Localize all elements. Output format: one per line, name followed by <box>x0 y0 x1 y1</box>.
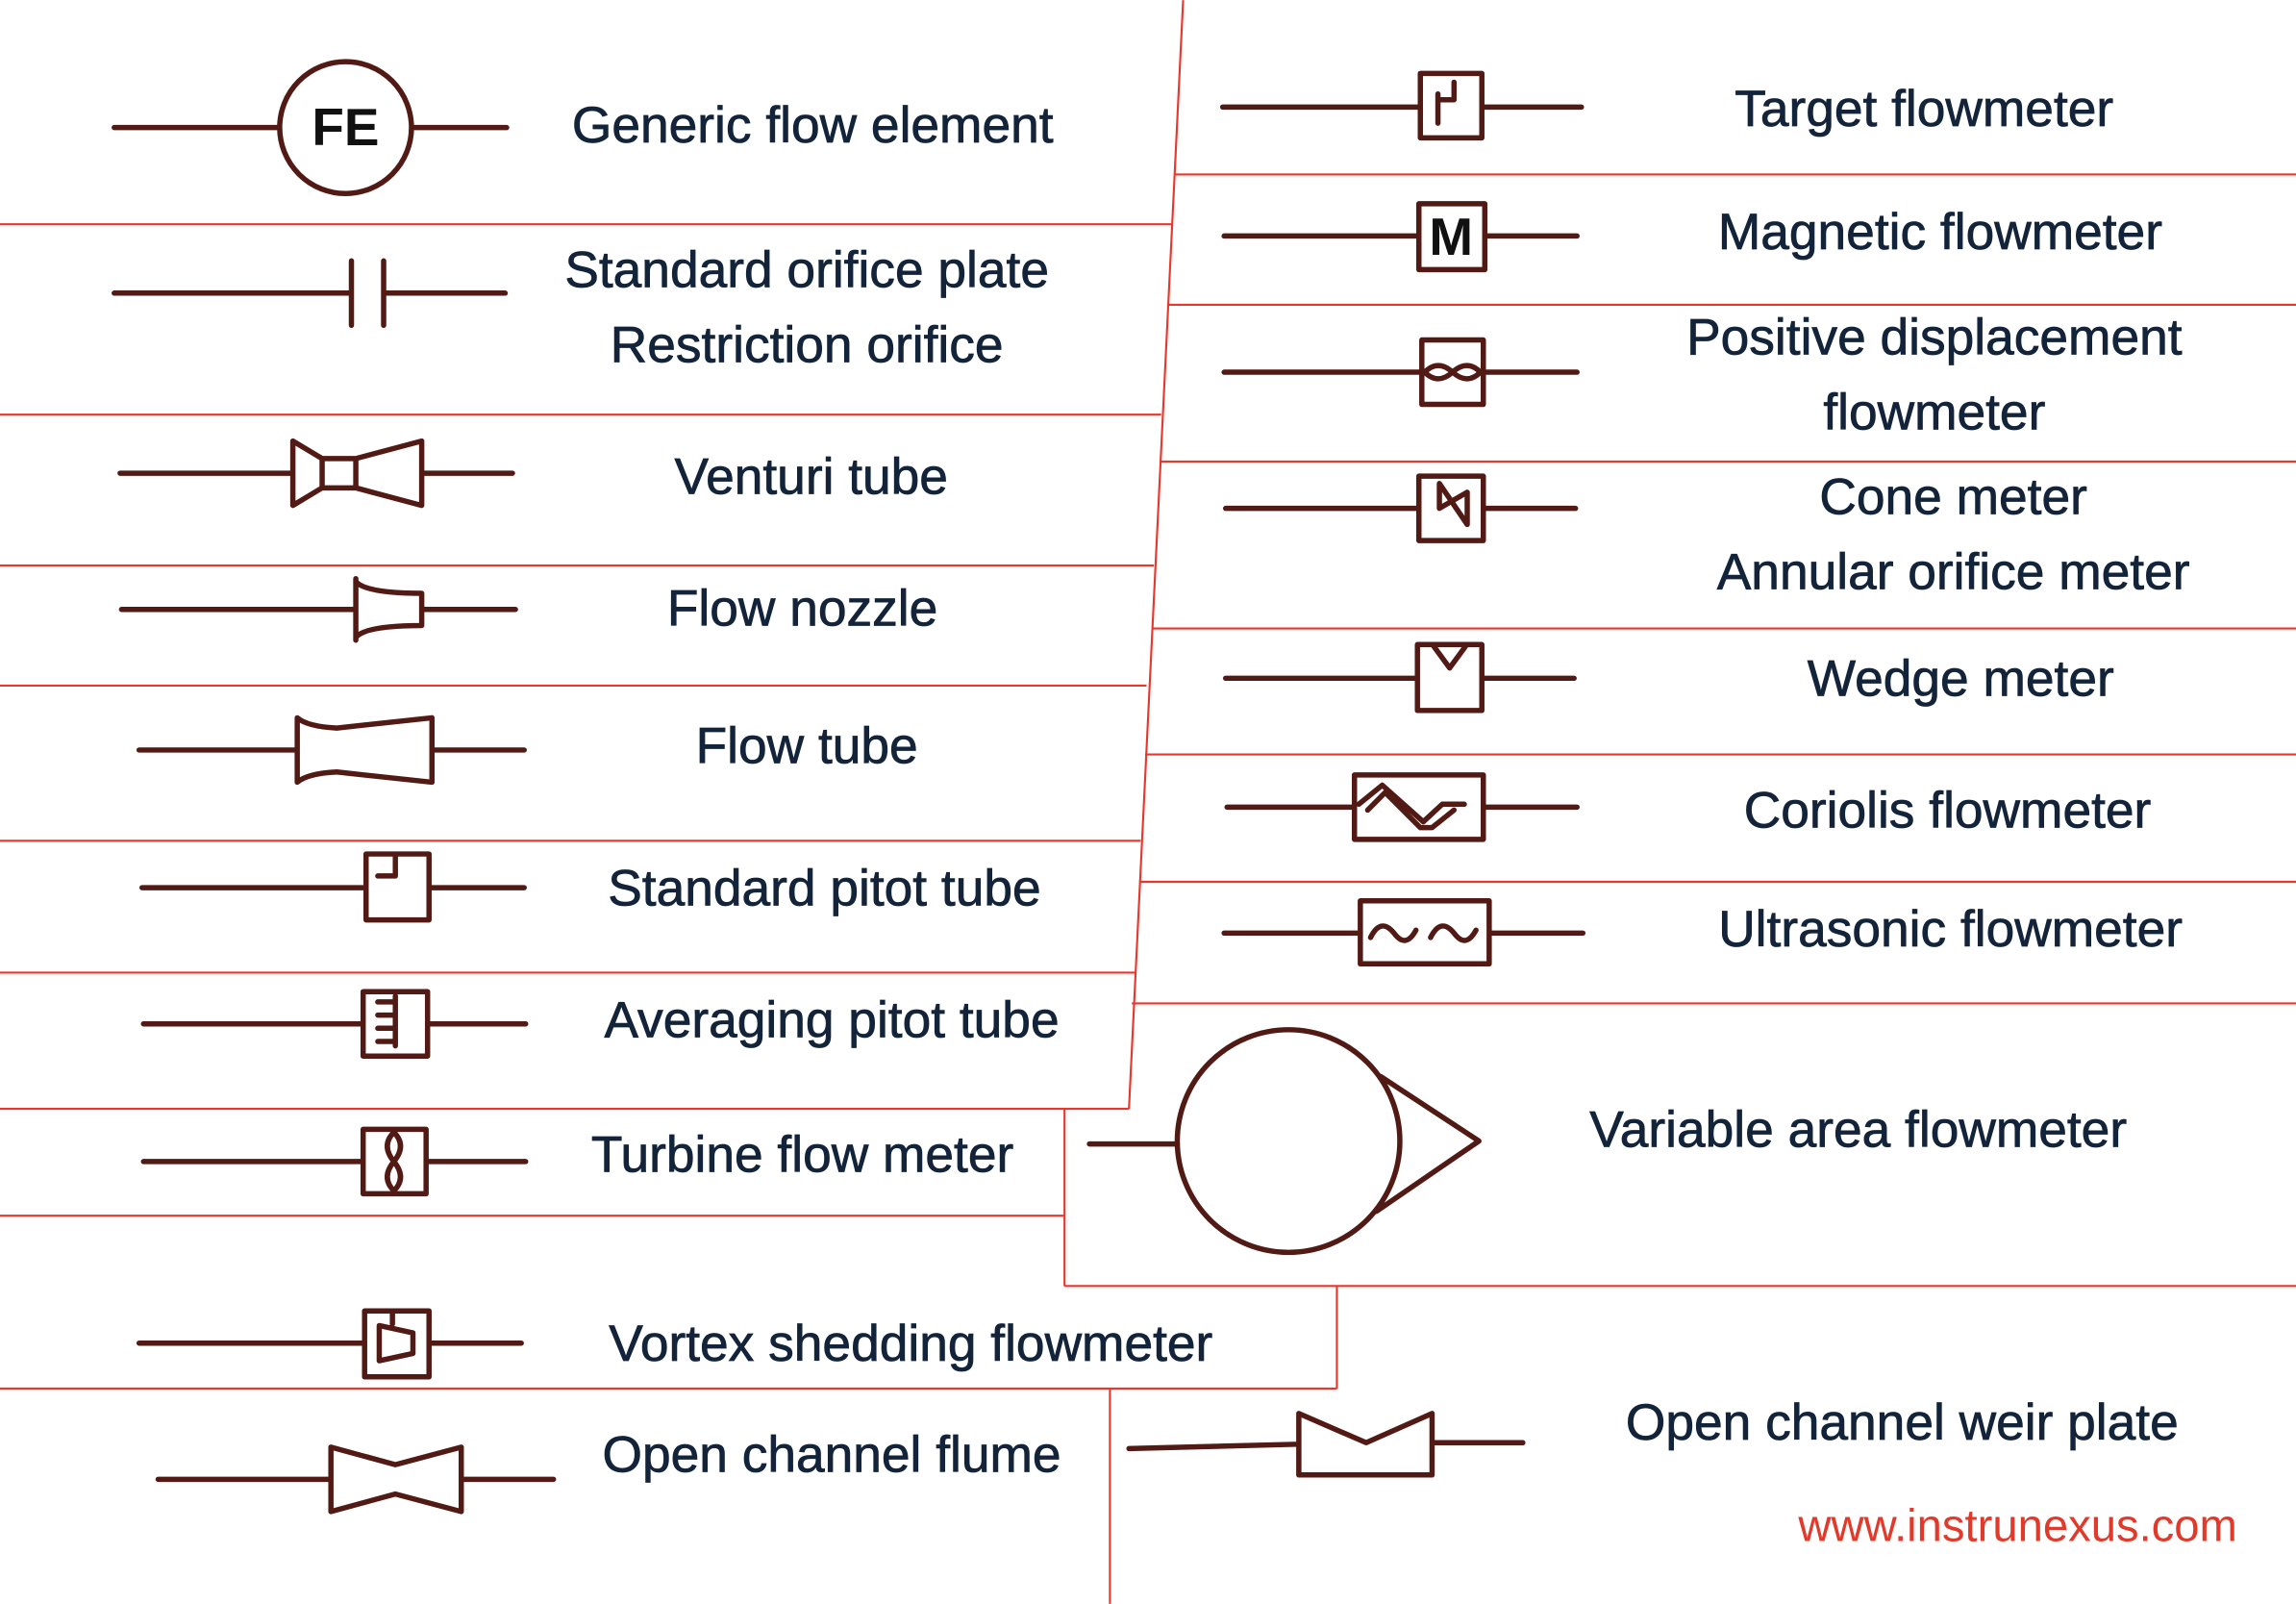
label: Wedge meter <box>1808 651 2114 708</box>
label: Turbine flow meter <box>591 1127 1013 1184</box>
label: Restriction orifice <box>611 316 1004 373</box>
magnetic-flowmeter: M Magnetic flowmeter <box>1221 201 2162 273</box>
target-flowmeter-symbol-icon <box>1219 70 1585 141</box>
label: Standard orifice plate <box>564 242 1049 299</box>
standard-pitot-tube-symbol-icon <box>138 851 527 923</box>
wedge-meter: Wedge meter <box>1222 641 2114 714</box>
label: Ultrasonic flowmeter <box>1718 901 2183 958</box>
generic-flow-element-symbol-icon: FE <box>112 59 510 196</box>
turbine-flow-meter: Turbine flow meter <box>140 1126 1014 1197</box>
label: Variable area flowmeter <box>1589 1102 2127 1159</box>
label: Cone meter <box>1819 469 2086 526</box>
label: Open channel weir plate <box>1626 1394 2179 1451</box>
open-channel-weir-plate: Open channel weir plate <box>1126 1394 2179 1478</box>
orifice-plate: Standard orifice plate Restriction orifi… <box>112 241 1049 374</box>
positive-displacement-flowmeter-symbol-icon <box>1221 337 1580 408</box>
label: Open channel flume <box>603 1427 1061 1484</box>
label: Target flowmeter <box>1734 81 2113 138</box>
coriolis-flowmeter-symbol-icon <box>1224 772 1580 842</box>
turbine-flow-meter-symbol-icon <box>140 1126 529 1197</box>
variable-area-flowmeter: Variable area flowmeter <box>1086 1027 2127 1256</box>
label: Venturi tube <box>674 448 947 505</box>
venturi-tube-symbol-icon <box>117 438 515 509</box>
m-tag: M <box>1429 207 1473 266</box>
averaging-pitot-tube: Averaging pitot tube <box>140 989 1060 1059</box>
label: Flow tube <box>696 718 918 775</box>
standard-pitot-tube: Standard pitot tube <box>138 851 1041 923</box>
cone-meter: Cone meter Annular orifice meter <box>1222 468 2190 601</box>
vortex-shedding-flowmeter: Vortex shedding flowmeter <box>136 1308 1213 1380</box>
orifice-plate-symbol-icon <box>112 258 509 329</box>
ultrasonic-flowmeter: Ultrasonic flowmeter <box>1221 898 2183 967</box>
ultrasonic-flowmeter-symbol-icon <box>1221 898 1586 967</box>
flow-nozzle: Flow nozzle <box>118 576 938 643</box>
cone-meter-symbol-icon <box>1222 473 1579 543</box>
target-flowmeter: Target flowmeter <box>1219 70 2114 141</box>
label: Vortex shedding flowmeter <box>609 1316 1212 1372</box>
venturi-tube: Venturi tube <box>117 438 948 509</box>
vortex-shedding-flowmeter-symbol-icon <box>136 1308 524 1380</box>
variable-area-flowmeter-symbol-icon <box>1086 1027 1482 1256</box>
website-link[interactable]: www.instrunexus.com <box>1797 1500 2236 1551</box>
flow-tube: Flow tube <box>136 714 918 786</box>
label: flowmeter <box>1823 384 2045 440</box>
coriolis-flowmeter: Coriolis flowmeter <box>1224 772 2152 842</box>
fe-tag: FE <box>312 97 379 157</box>
label: Standard pitot tube <box>608 860 1040 916</box>
positive-displacement-flowmeter: Positive displacement flowmeter <box>1221 309 2183 441</box>
generic-flow-element: FE Generic flow element <box>112 59 1054 196</box>
open-channel-flume: Open channel flume <box>155 1426 1061 1515</box>
magnetic-flowmeter-symbol-icon: M <box>1221 201 1580 273</box>
label: Magnetic flowmeter <box>1718 204 2162 261</box>
label: Annular orifice meter <box>1717 543 2190 600</box>
label: Generic flow element <box>572 97 1054 154</box>
open-channel-flume-symbol-icon <box>155 1444 557 1515</box>
averaging-pitot-tube-symbol-icon <box>140 989 529 1059</box>
label: Positive displacement <box>1686 310 2183 366</box>
label: Averaging pitot tube <box>604 991 1059 1048</box>
label: Coriolis flowmeter <box>1744 783 2152 840</box>
flow-tube-symbol-icon <box>136 714 527 786</box>
open-channel-weir-plate-symbol-icon <box>1126 1411 1526 1478</box>
wedge-meter-symbol-icon <box>1222 641 1577 714</box>
label: Flow nozzle <box>667 580 937 637</box>
flow-nozzle-symbol-icon <box>118 576 518 643</box>
